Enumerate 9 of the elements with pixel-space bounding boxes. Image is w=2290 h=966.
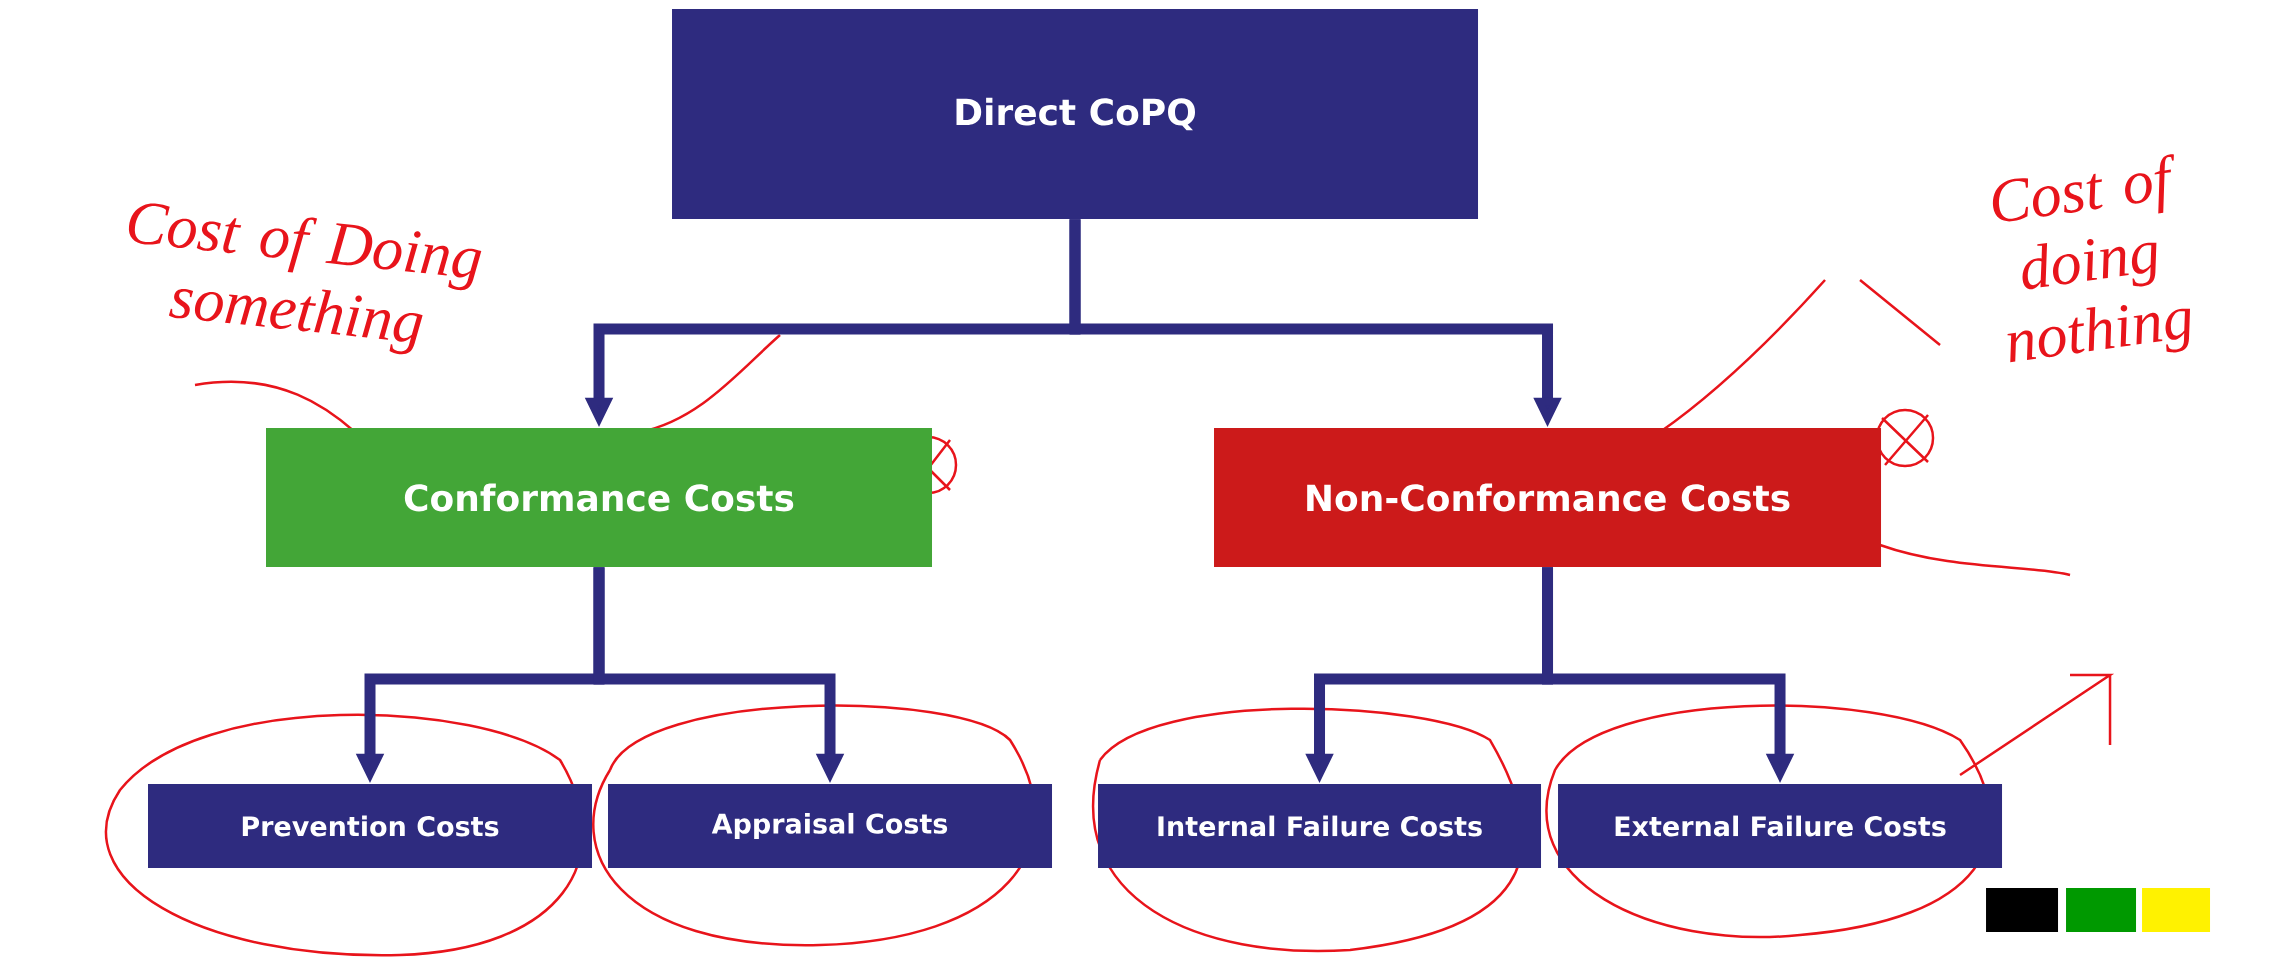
- handwritten-note: Cost of Doing something: [128, 203, 482, 355]
- cost-box: Prevention Costs: [148, 784, 592, 868]
- root-box: Direct CoPQ: [672, 9, 1478, 219]
- cost-box: External Failure Costs: [1558, 784, 2003, 868]
- handwritten-note: Cost of doing nothing: [1992, 154, 2191, 363]
- category-box: Non-Conformance Costs: [1214, 428, 1882, 567]
- cost-box: Internal Failure Costs: [1098, 784, 1541, 868]
- category-box: Conformance Costs: [266, 428, 932, 567]
- cost-box: Appraisal Costs: [608, 784, 1052, 868]
